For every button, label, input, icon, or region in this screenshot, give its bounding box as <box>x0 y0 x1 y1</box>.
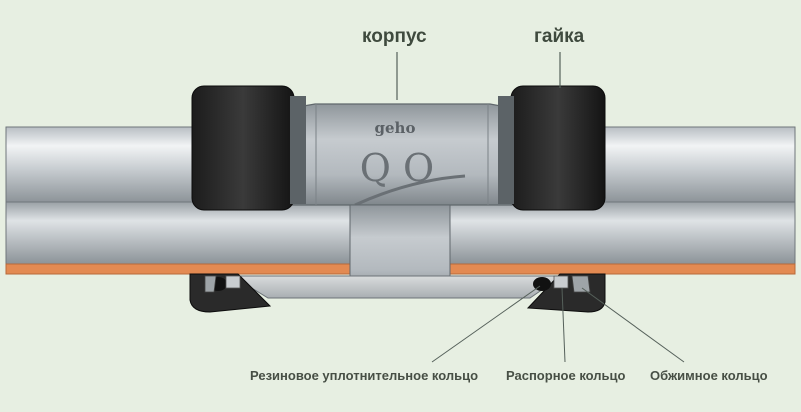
spacer-ring-right <box>553 275 569 289</box>
pipe-lower-right <box>449 201 796 265</box>
label-body: корпус <box>362 26 427 47</box>
nut-left <box>191 85 295 211</box>
label-rubber-ring: Резиновое уплотнительное кольцо <box>250 368 479 383</box>
label-clamp-ring: Обжимное кольцо <box>650 368 768 383</box>
clamp-ring-right <box>571 275 591 293</box>
swoosh-marking <box>354 174 466 207</box>
clamp-ring-left <box>204 275 217 293</box>
label-nut: гайка <box>534 26 585 47</box>
leader-rubber-ring <box>431 285 541 363</box>
body-cut-channel <box>230 275 564 299</box>
leader-spacer-ring <box>561 287 566 363</box>
spacer-ring-left <box>225 275 241 289</box>
pipe-core-right <box>449 263 796 275</box>
nut-right <box>510 85 606 211</box>
pipe-lower-left <box>5 201 351 265</box>
pipe-core-left <box>5 263 351 275</box>
brand-marking: geho <box>375 119 416 137</box>
leader-clamp-ring <box>581 287 685 363</box>
label-spacer-ring: Распорное кольцо <box>506 368 626 383</box>
